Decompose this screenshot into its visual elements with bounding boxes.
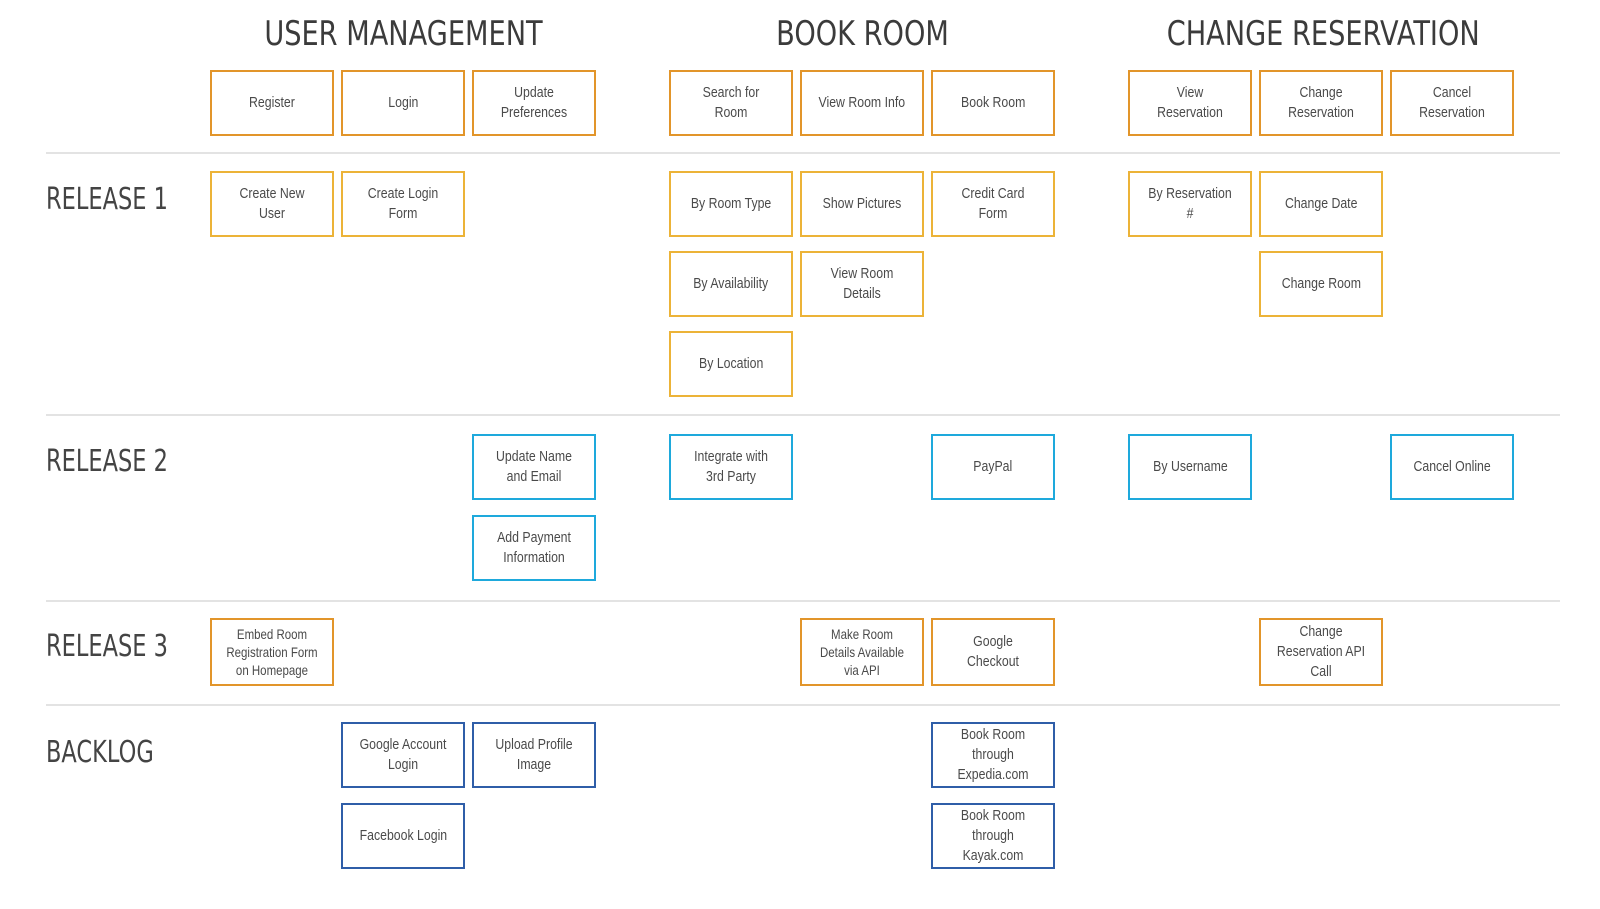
story-card-show-pictures[interactable]: Show Pictures (800, 171, 924, 237)
activity-card-label: Register (249, 94, 295, 111)
story-card-view-room-details[interactable]: View Room Details (800, 251, 924, 317)
activity-card-label: Cancel Reservation (1419, 84, 1485, 121)
story-card-credit-card-form[interactable]: Credit Card Form (931, 171, 1055, 237)
story-card-label: By Availability (693, 275, 769, 292)
story-card-make-room-details-available-via-api[interactable]: Make Room Details Available via API (800, 618, 924, 686)
activity-card-view-reservation[interactable]: View Reservation (1128, 70, 1252, 136)
story-card-label: Create Login Form (367, 185, 439, 222)
divider-activities (46, 152, 1560, 154)
story-card-integrate-with-3rd-party[interactable]: Integrate with 3rd Party (669, 434, 793, 500)
story-card-label: Embed Room Registration Form on Homepage (226, 626, 318, 678)
story-card-label: Make Room Details Available via API (819, 626, 905, 678)
story-card-change-date[interactable]: Change Date (1259, 171, 1383, 237)
story-card-label: Google Account Login (359, 736, 447, 773)
story-card-paypal[interactable]: PayPal (931, 434, 1055, 500)
activity-card-search-for-room[interactable]: Search for Room (669, 70, 793, 136)
story-card-label: Integrate with 3rd Party (694, 448, 768, 485)
story-card-label: View Room Details (830, 265, 894, 302)
story-card-embed-room-registration-form[interactable]: Embed Room Registration Form on Homepage (210, 618, 334, 686)
story-card-facebook-login[interactable]: Facebook Login (341, 803, 465, 869)
story-card-label: Upload Profile Image (495, 736, 573, 773)
story-card-label: Add Payment Information (497, 529, 571, 566)
activity-card-login[interactable]: Login (341, 70, 465, 136)
story-card-by-reservation-number[interactable]: By Reservation # (1128, 171, 1252, 237)
story-card-by-username[interactable]: By Username (1128, 434, 1252, 500)
story-card-by-room-type[interactable]: By Room Type (669, 171, 793, 237)
story-card-create-login-form[interactable]: Create Login Form (341, 171, 465, 237)
story-card-book-room-through-kayak[interactable]: Book Room through Kayak.com (931, 803, 1055, 869)
activity-card-book-room[interactable]: Book Room (931, 70, 1055, 136)
activity-card-change-reservation[interactable]: Change Reservation (1259, 70, 1383, 136)
story-card-create-new-user[interactable]: Create New User (210, 171, 334, 237)
story-card-google-checkout[interactable]: Google Checkout (931, 618, 1055, 686)
epic-title-book-room: BOOK ROOM (776, 14, 949, 54)
divider-release-1 (46, 414, 1560, 416)
activity-card-label: Login (387, 94, 419, 111)
story-card-label: Google Checkout (967, 633, 1019, 670)
story-card-label: PayPal (973, 458, 1013, 475)
story-card-label: Cancel Online (1413, 458, 1491, 475)
story-card-label: Book Room through Expedia.com (957, 726, 1029, 783)
story-card-label: By Reservation # (1148, 185, 1232, 222)
activity-card-label: Update Preferences (500, 84, 568, 121)
activity-card-label: Search for Room (702, 84, 760, 121)
story-card-cancel-online[interactable]: Cancel Online (1390, 434, 1514, 500)
divider-release-3 (46, 704, 1560, 706)
story-card-label: Change Room (1281, 275, 1361, 292)
story-card-upload-profile-image[interactable]: Upload Profile Image (472, 722, 596, 788)
story-card-label: By Room Type (690, 195, 772, 212)
activity-card-label: View Reservation (1157, 84, 1223, 121)
story-card-change-room[interactable]: Change Room (1259, 251, 1383, 317)
activity-card-label: Change Reservation (1288, 84, 1354, 121)
story-card-label: Change Reservation API Call (1276, 623, 1366, 680)
epic-title-change-reservation: CHANGE RESERVATION (1166, 14, 1480, 54)
release-label-2: RELEASE 2 (46, 444, 168, 479)
activity-card-cancel-reservation[interactable]: Cancel Reservation (1390, 70, 1514, 136)
story-card-label: By Location (698, 355, 764, 372)
story-card-label: Facebook Login (359, 827, 447, 844)
divider-release-2 (46, 600, 1560, 602)
story-card-label: Change Date (1284, 195, 1358, 212)
release-label-1: RELEASE 1 (46, 182, 168, 217)
activity-card-update-preferences[interactable]: Update Preferences (472, 70, 596, 136)
story-card-by-availability[interactable]: By Availability (669, 251, 793, 317)
activity-card-label: View Room Info (818, 94, 906, 111)
story-card-book-room-through-expedia[interactable]: Book Room through Expedia.com (931, 722, 1055, 788)
story-card-label: Create New User (239, 185, 305, 222)
activity-card-register[interactable]: Register (210, 70, 334, 136)
story-card-update-name-and-email[interactable]: Update Name and Email (472, 434, 596, 500)
story-card-label: Book Room through Kayak.com (960, 807, 1026, 864)
story-card-add-payment-information[interactable]: Add Payment Information (472, 515, 596, 581)
story-card-google-account-login[interactable]: Google Account Login (341, 722, 465, 788)
story-card-change-reservation-api-call[interactable]: Change Reservation API Call (1259, 618, 1383, 686)
story-card-by-location[interactable]: By Location (669, 331, 793, 397)
story-card-label: Show Pictures (822, 195, 902, 212)
story-card-label: Credit Card Form (961, 185, 1025, 222)
activity-card-label: Book Room (960, 94, 1026, 111)
release-label-backlog: BACKLOG (46, 735, 154, 770)
story-card-label: Update Name and Email (496, 448, 572, 485)
activity-card-view-room-info[interactable]: View Room Info (800, 70, 924, 136)
release-label-3: RELEASE 3 (46, 629, 168, 664)
story-card-label: By Username (1152, 458, 1228, 475)
epic-title-user-management: USER MANAGEMENT (264, 14, 543, 54)
